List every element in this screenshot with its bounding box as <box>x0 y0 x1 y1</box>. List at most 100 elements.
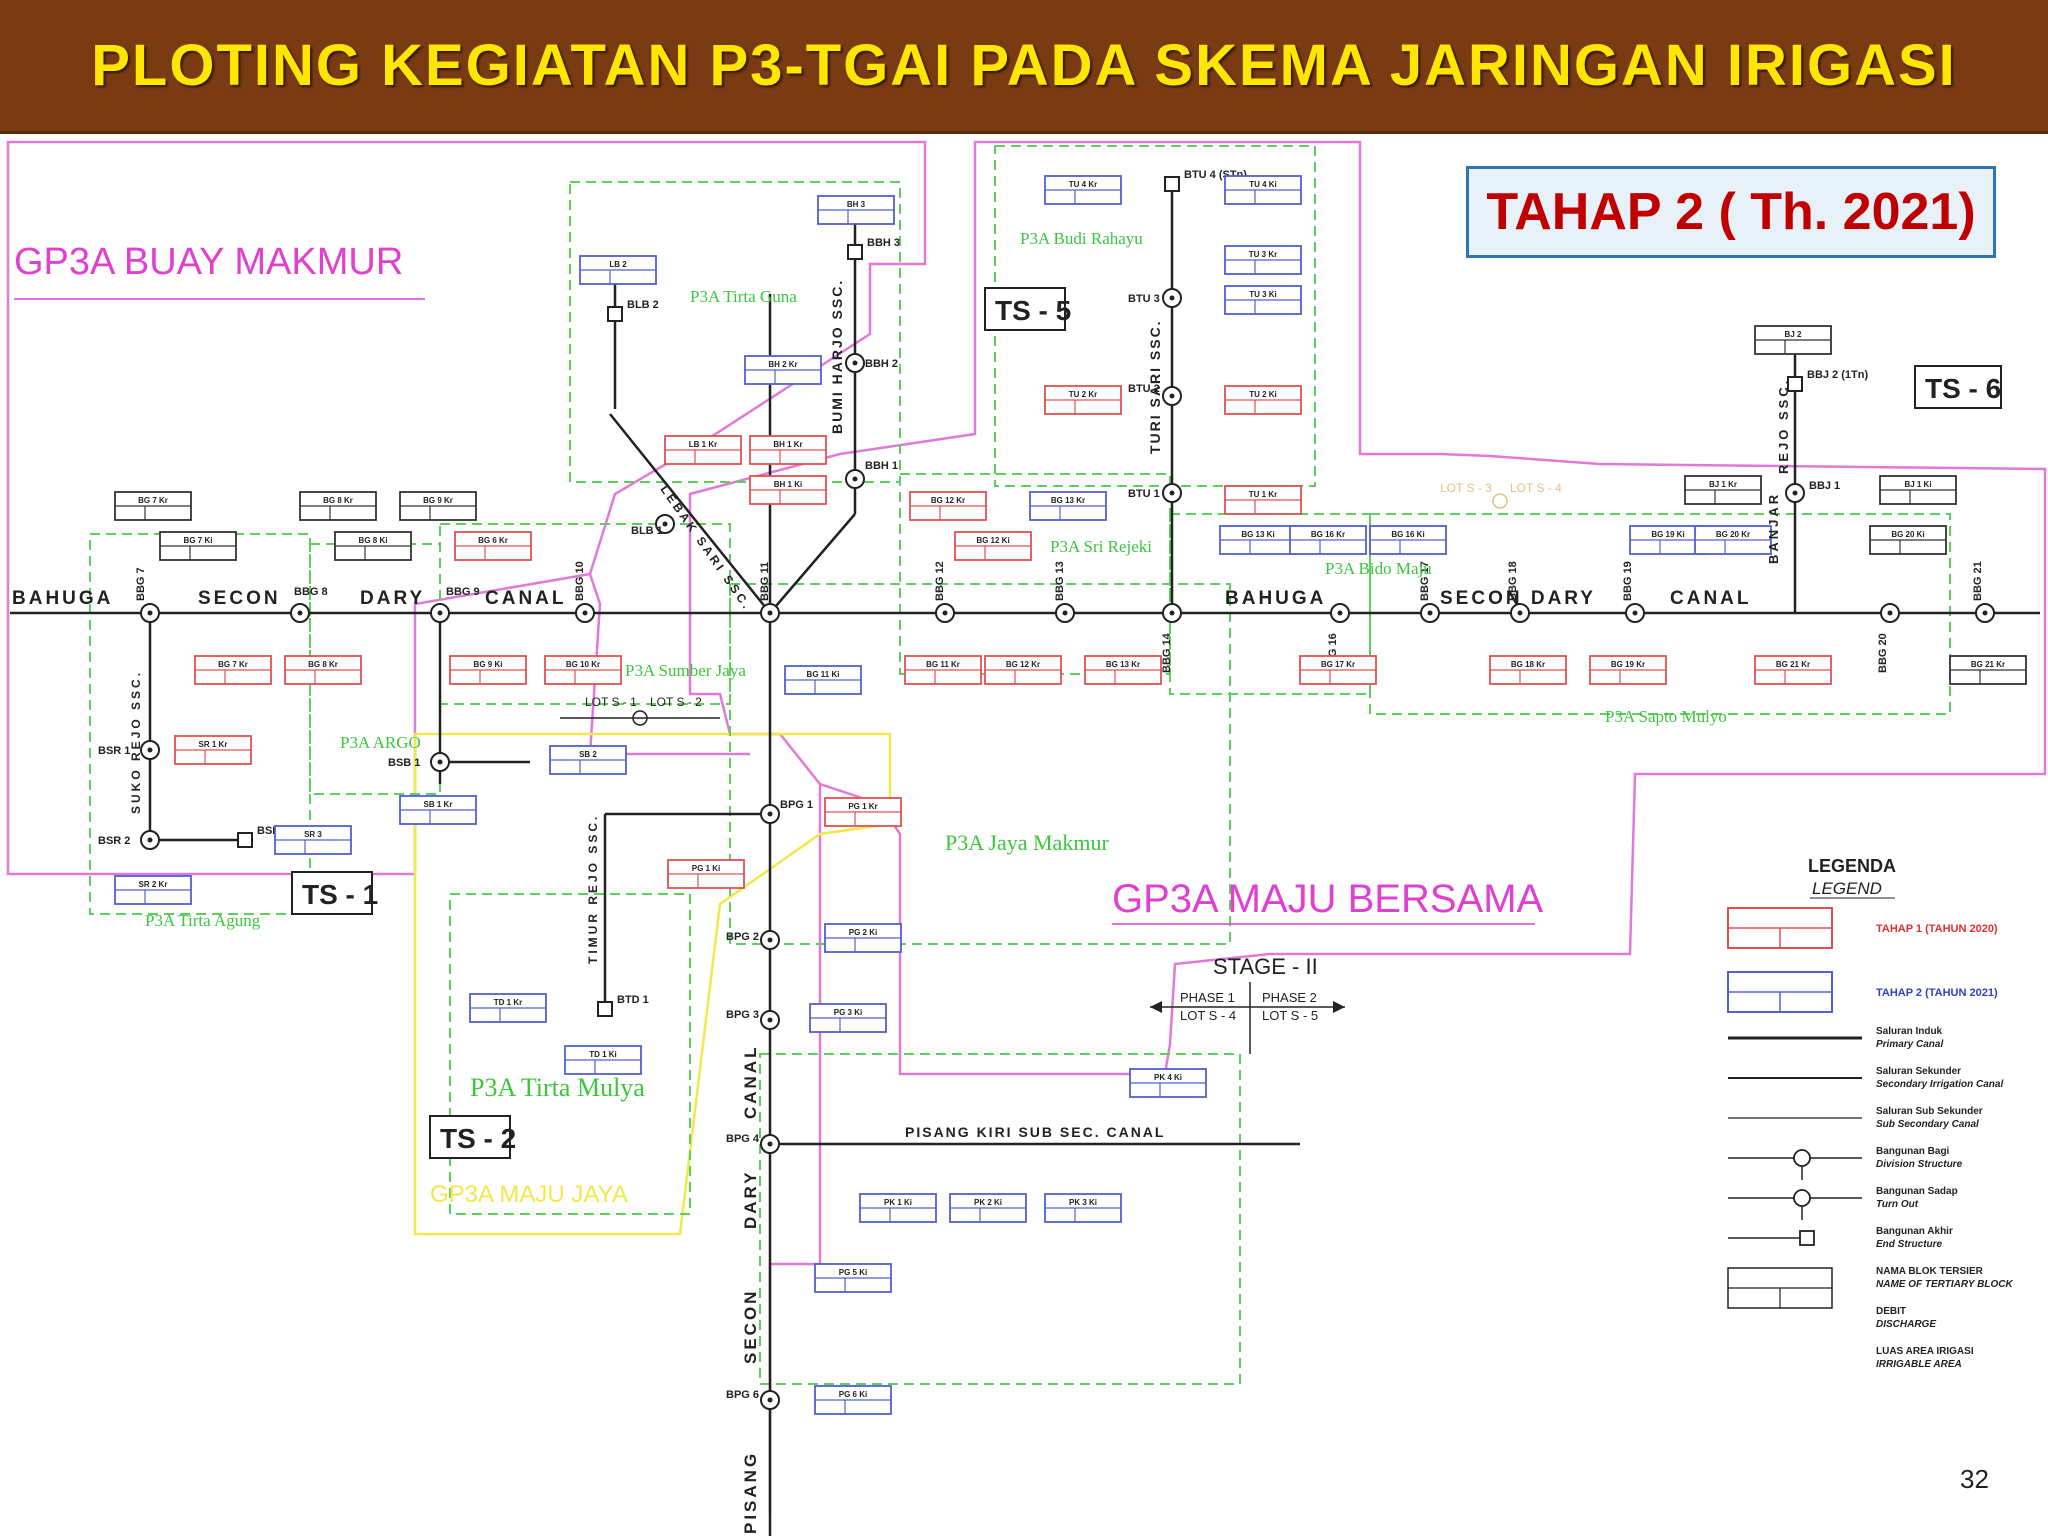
division-structure-bbh1: BBH 1 <box>845 460 898 489</box>
tertiary-block-tu4kr: TU 4 Kr <box>1044 175 1122 205</box>
gp3a-buay-makmur-label: GP3A BUAY MAKMUR <box>14 241 403 283</box>
legend-item-label-en: Turn Out <box>1876 1199 1919 1210</box>
lot-s4-label: LOT S - 4 <box>1510 481 1562 495</box>
tertiary-block-pg2ki: PG 2 Ki <box>824 923 902 953</box>
division-structure-bbg18: BBG 18 <box>1507 561 1530 623</box>
division-structure-label: BBG 20 <box>1877 633 1889 673</box>
tertiary-block-pg5ki: PG 5 Ki <box>814 1263 892 1293</box>
tertiary-block-name: SB 1 Kr <box>424 800 453 809</box>
lot-s3-s4-marker <box>1492 493 1508 509</box>
division-structure-bsb1: BSB 1 <box>388 752 450 772</box>
division-structure-label: BTU 1 <box>1128 488 1160 500</box>
tertiary-block-name: PG 1 Kr <box>848 802 877 811</box>
legend-subtitle: LEGEND <box>1812 879 1882 898</box>
tertiary-block-bh2kr: BH 2 Kr <box>744 355 822 385</box>
stage-two-title: STAGE - II <box>1213 954 1318 979</box>
tertiary-block-name: BG 12 Kr <box>931 496 965 505</box>
canal-label-secon-left: SECON <box>198 588 281 609</box>
division-structure-label: BPG 6 <box>726 1389 759 1401</box>
division-structure-label: BBG 10 <box>574 561 586 601</box>
division-structure-dot <box>1169 295 1175 301</box>
canal-label-pisang-v4: CANAL <box>741 1045 760 1120</box>
division-structure-dot <box>1169 393 1175 399</box>
division-structure-dot <box>1169 610 1175 616</box>
tertiary-block-name: BG 7 Kr <box>138 496 168 505</box>
division-structure-label: BSR 1 <box>98 745 130 757</box>
lot-s1-label: LOT S - 1 <box>585 695 637 709</box>
division-structure-bbg7: BBG 7 <box>135 567 160 623</box>
page-title: PLOTING KEGIATAN P3-TGAI PADA SKEMA JARI… <box>91 33 1957 98</box>
legend-end-symbol <box>1799 1230 1815 1246</box>
tertiary-block-bj1kr: BJ 1 Kr <box>1684 475 1762 505</box>
tertiary-block-name: BG 12 Kr <box>1006 660 1040 669</box>
legend-item-label: LUAS AREA IRIGASI <box>1876 1346 1974 1357</box>
division-structure-bbg13: BBG 13 <box>1054 561 1075 623</box>
division-structure-label: BPG 1 <box>780 799 813 811</box>
ts-labels: TS - 1 TS - 2 TS - 5 TS - 6 <box>291 287 2002 1159</box>
end-structure-btd1: BTD 1 <box>597 994 649 1017</box>
canal-label-secondary-right: SECON DARY <box>1440 588 1596 609</box>
division-structure-bbg8: BBG 8 <box>290 586 328 623</box>
tertiary-block-name: BG 19 Ki <box>1651 530 1684 539</box>
canal-label-pisang-kiri: PISANG KIRI SUB SEC. CANAL <box>905 1124 1165 1140</box>
legend-structure-symbol <box>1793 1149 1811 1167</box>
legend: LEGENDA LEGEND TAHAP 1 (TAHUN 2020) TAHA… <box>1727 856 2013 1370</box>
tertiary-block-name: BG 10 Kr <box>566 660 600 669</box>
division-structure-bpg2: BPG 2 <box>726 930 780 950</box>
tertiary-block-bh1ki: BH 1 Ki <box>749 475 827 505</box>
division-structure-bbg14: BBG 14 <box>1161 603 1182 673</box>
division-structure-dot <box>1792 490 1798 496</box>
tertiary-block-name: TU 2 Kr <box>1069 390 1097 399</box>
division-structure-dot <box>1632 610 1638 616</box>
division-structure-label: BBG 9 <box>446 586 480 598</box>
ts1-box <box>291 871 373 915</box>
tertiary-block-td1kr: TD 1 Kr <box>469 993 547 1023</box>
tertiary-block-tu2kr: TU 2 Kr <box>1044 385 1122 415</box>
canal-label-lebak-sari: LEBAK SARI SSC. <box>658 483 755 614</box>
division-structure-bbg11: BBG 11 <box>759 562 780 623</box>
ts6-box <box>1914 365 2002 409</box>
division-structure-dot <box>1427 610 1433 616</box>
division-structure-dot <box>767 811 773 817</box>
division-structure-dot <box>767 1397 773 1403</box>
legend-item-label-en: IRRIGABLE AREA <box>1876 1359 1962 1370</box>
tertiary-block-name: BG 13 Kr <box>1106 660 1140 669</box>
legend-item-label-en: End Structure <box>1876 1239 1943 1250</box>
division-structure-label: BTU 3 <box>1128 293 1160 305</box>
division-structure-dot <box>852 360 858 366</box>
division-structure-btu3: BTU 3 <box>1128 288 1182 308</box>
end-structure-symbol <box>597 1001 613 1017</box>
canal-label-turi-sari: TURI SARI SSC. <box>1147 319 1163 454</box>
canal-label-dary-left: DARY <box>360 588 425 609</box>
tertiary-block-bg12kr: BG 12 Kr <box>909 491 987 521</box>
division-structure-dot <box>437 759 443 765</box>
tertiary-block-name: TU 3 Kr <box>1249 250 1277 259</box>
division-structure-dot <box>1169 490 1175 496</box>
legend-item-label: NAMA BLOK TERSIER <box>1876 1266 1984 1277</box>
legend-tahap2-label: TAHAP 2 (TAHUN 2021) <box>1876 987 1998 999</box>
division-structure-label: BTU 2 <box>1128 383 1160 395</box>
tertiary-block-bg8ki: BG 8 Ki <box>334 531 412 561</box>
tertiary-block-td1ki: TD 1 Ki <box>564 1045 642 1075</box>
p3a-budi-rahayu: P3A Budi Rahayu <box>1020 229 1143 248</box>
tertiary-block-bg7ki: BG 7 Ki <box>159 531 237 561</box>
division-structure-bpg6: BPG 6 <box>726 1389 780 1410</box>
legend-item-label: Bangunan Akhir <box>1876 1226 1953 1237</box>
tertiary-block-tu3ki: TU 3 Ki <box>1224 285 1302 315</box>
p3a-tirta-mulya: P3A Tirta Mulya <box>470 1073 645 1102</box>
tertiary-block-name: SR 2 Kr <box>139 880 168 889</box>
stage-two-marker: STAGE - II PHASE 1 LOT S - 4 PHASE 2 LOT… <box>1150 954 1345 1054</box>
division-structure-label: BBG 7 <box>135 567 147 601</box>
division-structure-bbg12: BBG 12 <box>934 561 955 623</box>
legend-item-label: Saluran Sub Sekunder <box>1876 1106 1983 1117</box>
division-structure-label: BLB 1 <box>631 525 663 537</box>
p3a-sapto-mulyo: P3A Sapto Mulyo <box>1605 707 1727 726</box>
tertiary-block-bg18kr: BG 18 Kr <box>1489 655 1567 685</box>
tertiary-block-bg11kr: BG 11 Kr <box>904 655 982 685</box>
tertiary-block-name: BJ 2 <box>1785 330 1802 339</box>
tertiary-block-name: BG 9 Kr <box>423 496 453 505</box>
stage-label: TAHAP 2 ( Th. 2021) <box>1486 183 1976 241</box>
ts2-box <box>429 1115 511 1159</box>
end-structure-label: BBH 3 <box>867 237 900 249</box>
tertiary-block-name: BG 11 Kr <box>926 660 960 669</box>
